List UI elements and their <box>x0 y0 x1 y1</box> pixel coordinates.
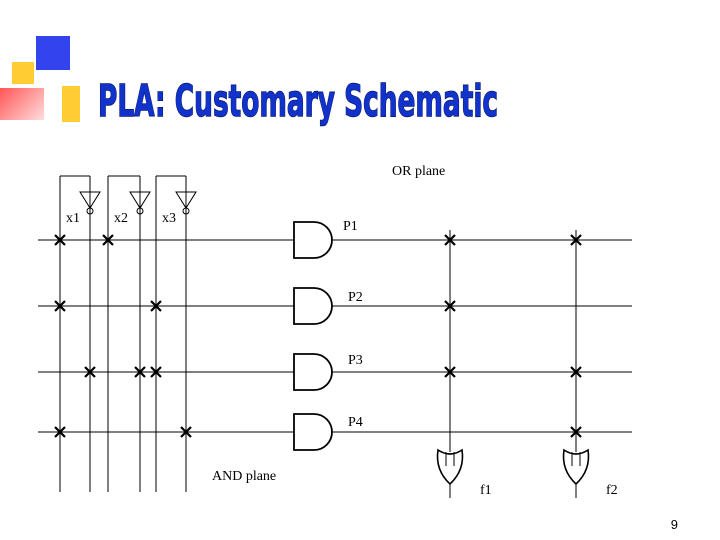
product-label-p2: P2 <box>348 290 363 305</box>
input-label-x2: x2 <box>114 211 128 226</box>
and-gate-p3 <box>293 353 333 391</box>
and-connection-p1-x1 <box>54 234 66 246</box>
or-connection-f2-p4 <box>570 426 582 438</box>
input-label-x3: x3 <box>162 211 176 226</box>
decor-square-red <box>0 88 44 120</box>
and-connection-p1-x2 <box>102 234 114 246</box>
and-gate-p2 <box>293 287 333 325</box>
and-plane-label: AND plane <box>212 469 276 484</box>
and-connection-p2-x1 <box>54 300 66 312</box>
output-label-f1: f1 <box>480 483 492 498</box>
and-connection-p3-x2bar <box>134 366 146 378</box>
product-label-p3: P3 <box>348 353 363 368</box>
and-connection-p3-x3 <box>150 366 162 378</box>
inverter-bubble-x1 <box>86 207 94 215</box>
inverter-x2 <box>129 191 151 209</box>
page-title-text: PLA: Customary Schematic <box>98 76 498 127</box>
or-connection-f2-p3 <box>570 366 582 378</box>
inverter-x1 <box>79 191 101 209</box>
or-connection-f1-p2 <box>444 300 456 312</box>
and-connection-p3-x1bar <box>84 366 96 378</box>
inverter-x3 <box>175 191 197 209</box>
and-connection-p4-x1 <box>54 426 66 438</box>
connection-crosses <box>54 234 582 438</box>
page-number: 9 <box>670 517 678 532</box>
output-label-f2: f2 <box>606 483 618 498</box>
or-connection-f2-p1 <box>570 234 582 246</box>
or-gate-f2 <box>562 448 590 486</box>
inverter-bubble-x2 <box>136 207 144 215</box>
inverter-bubble-x3 <box>182 207 190 215</box>
product-label-p1: P1 <box>343 219 358 234</box>
decor-square-blue <box>36 36 70 70</box>
decor-square-yellow-left <box>12 62 34 84</box>
and-gate-p1 <box>293 221 333 259</box>
product-label-p4: P4 <box>348 415 363 430</box>
and-connection-p4-x3bar <box>180 426 192 438</box>
or-gate-f1 <box>436 448 464 486</box>
decor-square-yellow-right <box>62 86 80 122</box>
input-label-x1: x1 <box>66 211 80 226</box>
or-connection-f1-p1 <box>444 234 456 246</box>
page-title: PLA: Customary Schematic <box>97 75 499 128</box>
and-gate-p4 <box>293 413 333 451</box>
or-plane-label: OR plane <box>392 164 445 179</box>
and-connection-p2-x3 <box>150 300 162 312</box>
or-connection-f1-p3 <box>444 366 456 378</box>
